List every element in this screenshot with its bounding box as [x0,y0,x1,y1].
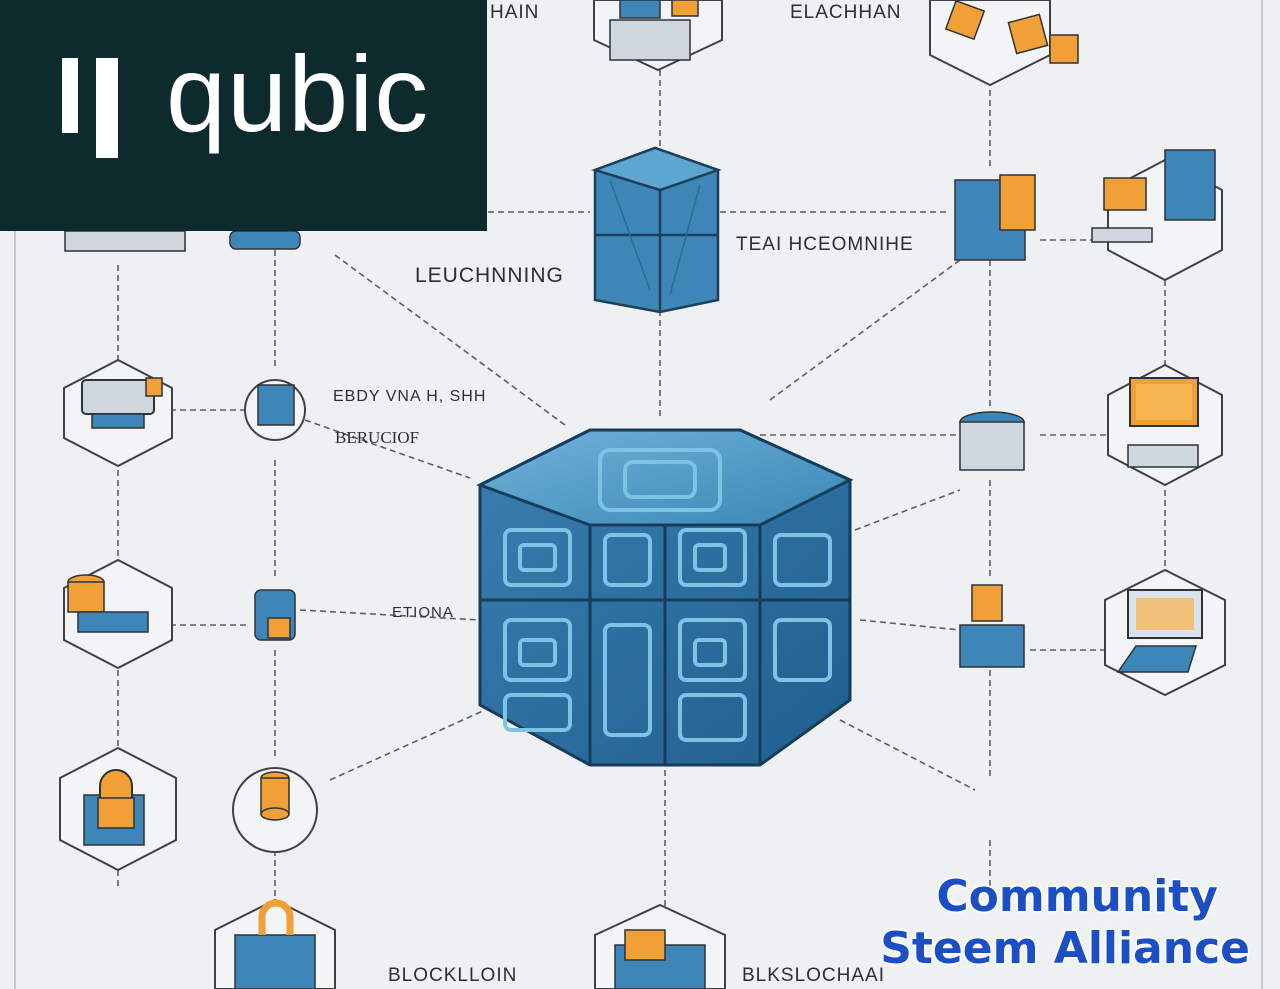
label-bottom-left: BLOCKLLOIN [388,965,518,986]
qubic-logo-panel: qubic [0,0,487,231]
top-cube-icon [591,146,722,314]
label-left-mid-1: EBDY VNA H, SHH [333,388,487,405]
label-top-right: ELACHHAN [790,2,902,23]
top-left-monitor-icon [64,230,301,252]
top-right-cluster-icon [944,0,1079,64]
central-maze-cube-icon [476,428,854,767]
workstation-icon [1091,149,1216,243]
coins-stack-icon [67,574,149,633]
frame-lines [14,0,1263,989]
label-left-upper: LEUCHNNING [415,264,564,287]
server-icon [81,377,163,429]
lock-icon [83,769,145,846]
top-center-device-icon [609,0,699,61]
connector-lines [117,70,1166,930]
community-overlay: Community Steem Alliance [879,870,1251,975]
overlay-line-steem-alliance: Steem Alliance [879,922,1251,975]
label-center-upper: TEAI HCEOMNIHE [736,234,914,255]
qubic-logo-text: qubic [166,33,430,154]
label-bottom-right: BLKSLOCHAAI [742,965,885,986]
label-top-left: HAIN [490,2,540,23]
bottom-left-device-icon [234,899,316,989]
label-left-lower: ETIONA [392,604,454,621]
small-cube-icon [254,384,296,641]
bottom-center-device-icon [614,929,706,989]
right-node-cubes-icon [954,174,1036,668]
laptop-icon [1116,589,1203,673]
overlay-line-community: Community [935,870,1219,923]
label-left-mid-2: BERUCIOF [335,428,420,447]
monitor-icon [1127,377,1199,468]
database-icon [260,771,290,821]
